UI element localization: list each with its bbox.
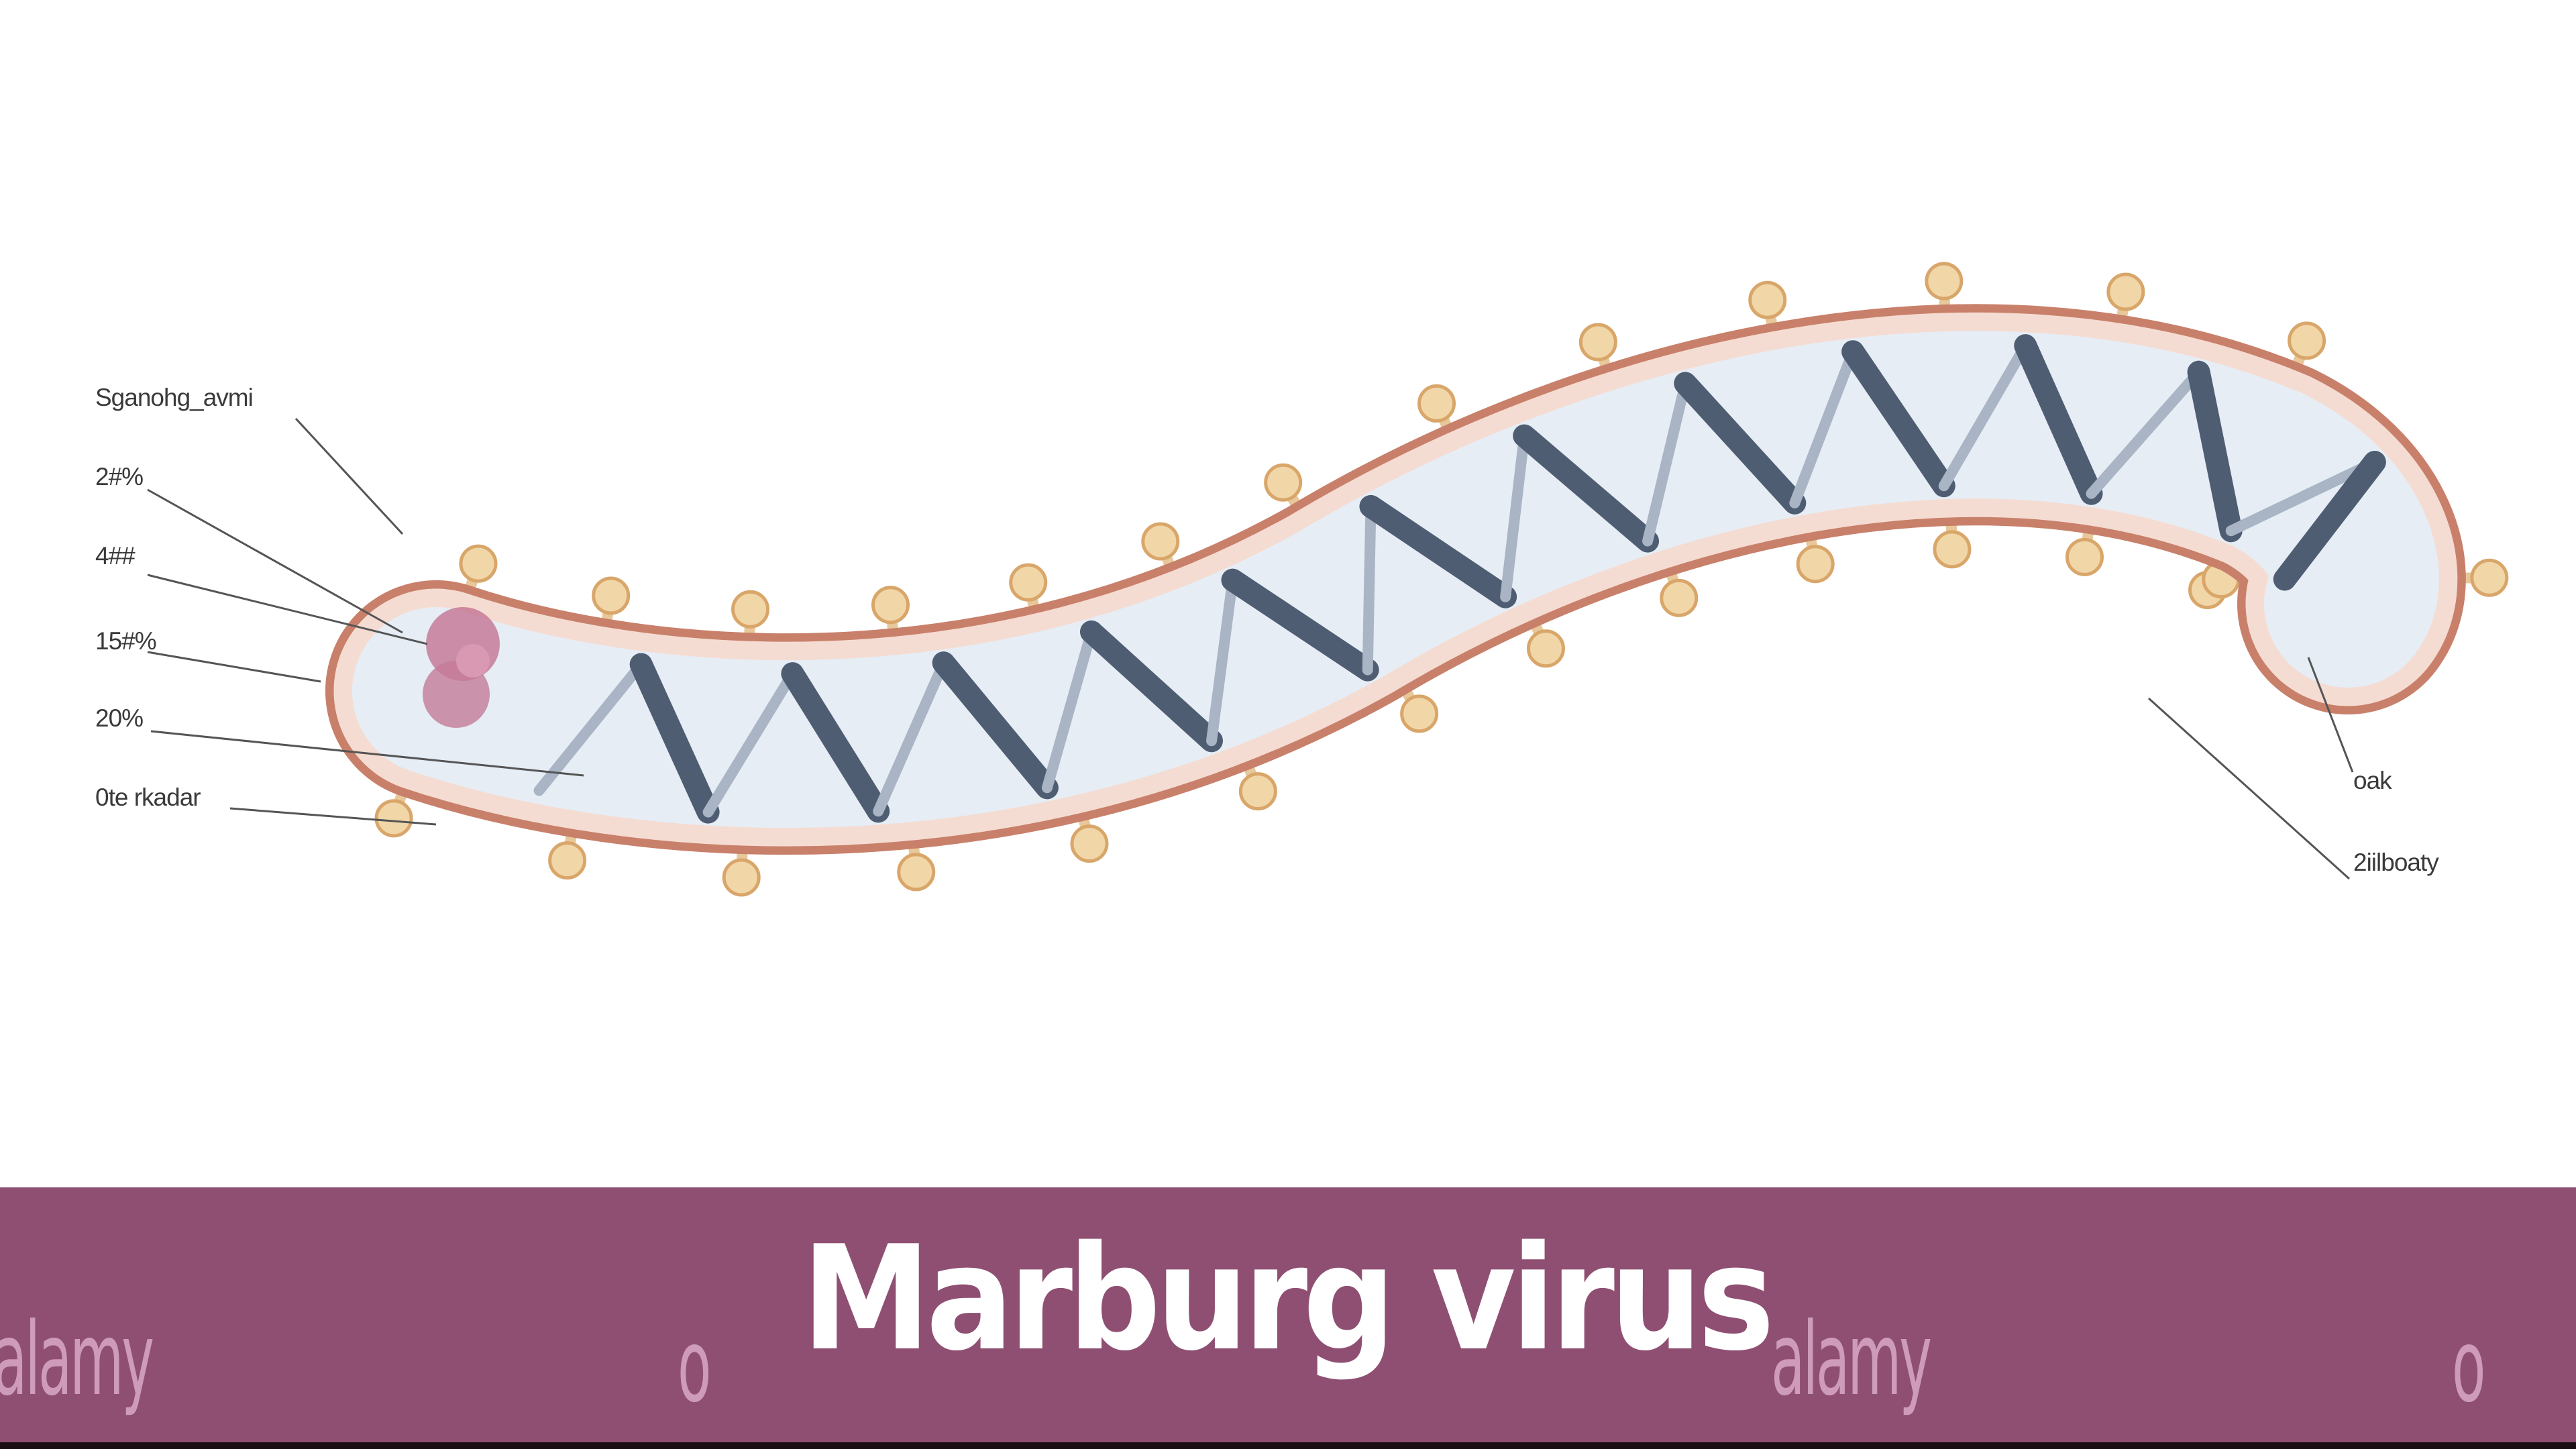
spike-head (1400, 694, 1439, 733)
helix-segment (781, 662, 890, 823)
watermark: alamy (1771, 1301, 1932, 1418)
leader-line (229, 807, 437, 826)
spike-head (1933, 530, 1972, 569)
spike-head (1238, 772, 1277, 811)
label-right-1: oak (2353, 767, 2392, 794)
nucleoprotein-blob (423, 607, 500, 728)
spike-head (1796, 545, 1835, 584)
spike-head (1264, 463, 1303, 502)
spike-head (1417, 384, 1456, 423)
leader-line (294, 417, 404, 535)
helix-segment (1041, 626, 1097, 794)
label-left-6: 0te rkadar (95, 784, 201, 811)
spike-head (548, 841, 587, 880)
helix-segment (533, 659, 647, 796)
helix-segment (2187, 360, 2243, 543)
leader-line (150, 730, 584, 777)
helix-segment (1079, 620, 1224, 753)
viral-interior (352, 331, 2439, 828)
label-left-1: Sganohg_avmi (95, 384, 254, 411)
bottom-border (0, 1442, 2576, 1449)
watermark: alamy (0, 1301, 154, 1418)
helix-segment (873, 657, 949, 817)
spike-head (1578, 323, 1617, 362)
spike-head (1070, 824, 1109, 863)
helix-segment (2273, 450, 2386, 591)
spike-head (871, 586, 910, 625)
helix-segment (629, 653, 720, 824)
helix-segment (932, 651, 1059, 800)
spike-head (731, 590, 770, 629)
helix-segment (2014, 334, 2103, 505)
label-right-2: 2iilboaty (2353, 849, 2439, 876)
leader-line (2307, 657, 2354, 773)
helix-segment (2225, 456, 2380, 537)
spike-head (1925, 262, 1964, 301)
spike-head (2288, 321, 2326, 360)
helix-segment (1938, 340, 2031, 492)
helix-segment (1674, 372, 1807, 515)
helix-segment (2086, 366, 2204, 499)
leader-lines (147, 417, 2354, 880)
spike-head (897, 853, 936, 892)
helix-segment (1513, 424, 1660, 553)
spike-head (592, 576, 631, 615)
spike-head (2106, 272, 2145, 311)
spike-head (1009, 563, 1048, 602)
helix-segment (1206, 574, 1238, 747)
leader-line (147, 651, 321, 683)
label-left-3: 4## (95, 542, 136, 570)
leader-line (2147, 697, 2351, 880)
spike-head (459, 544, 498, 583)
title-banner: alamy o alamy o (0, 1187, 2576, 1442)
label-left-5: 20% (95, 704, 144, 732)
helix-segment (1221, 568, 1379, 682)
helix-segment (1500, 430, 1530, 602)
watermark: o (678, 1308, 711, 1425)
spike-head (1748, 280, 1787, 319)
nucleocapsid-helix (533, 334, 2386, 824)
label-left-4: 15#% (95, 627, 157, 655)
label-left-2: 2#% (95, 463, 144, 490)
spike-head (2470, 558, 2509, 597)
page-title: Marburg virus (802, 1214, 1775, 1383)
spike-head (374, 799, 413, 838)
glycoprotein-spikes (374, 262, 2509, 897)
helix-segment (1841, 340, 1955, 498)
spike-head (2065, 537, 2104, 576)
helix-segment (1642, 378, 1691, 547)
helix-segment (1359, 494, 1517, 608)
helix-segment (702, 668, 798, 818)
spike-head (1660, 578, 1699, 617)
leader-line (147, 488, 403, 634)
spike-head (1526, 629, 1565, 668)
helix-segment (1362, 500, 1377, 676)
spike-head (1141, 522, 1180, 561)
helix-segment (1789, 346, 1859, 508)
leader-line (147, 574, 428, 645)
watermark: o (2452, 1308, 2485, 1425)
spike-head (722, 858, 761, 897)
